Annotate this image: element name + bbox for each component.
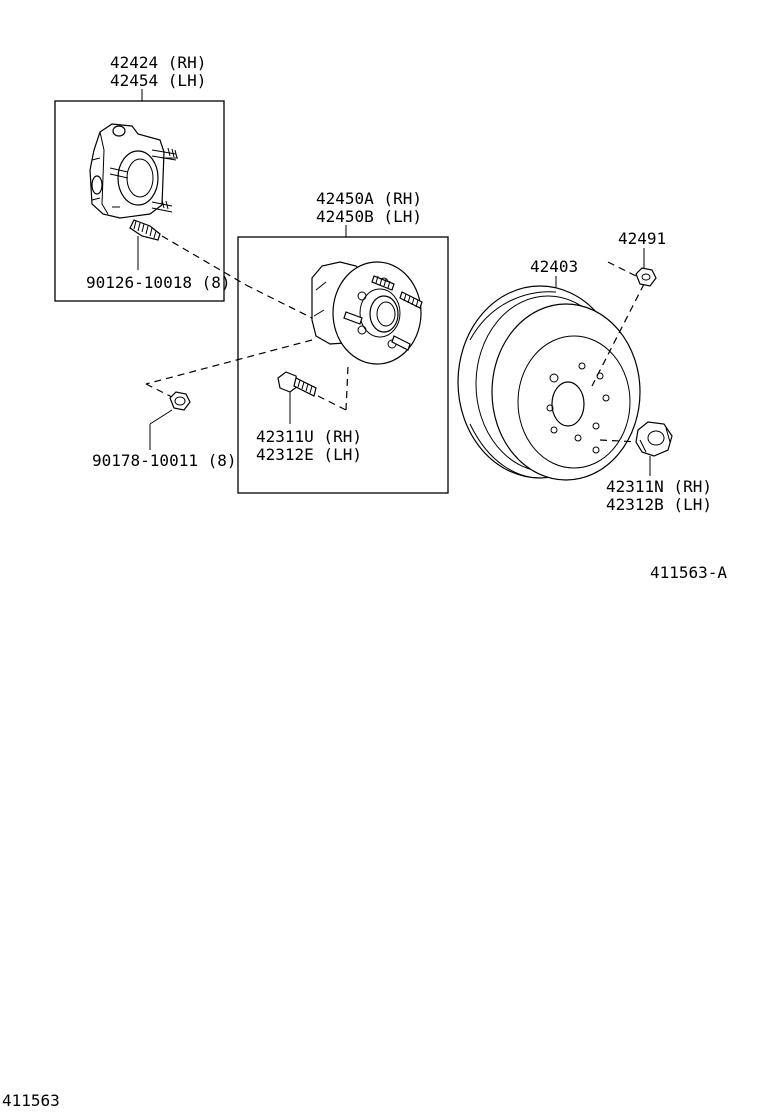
flange-nut-group: 90178-10011 (8) xyxy=(92,383,237,470)
hub-bolt-illustration[interactable] xyxy=(277,371,317,424)
hub-bolt-label-rh[interactable]: 42311U (RH) xyxy=(256,427,362,446)
hub-bearing-group: 42450A (RH) 42450B (LH) xyxy=(145,189,449,494)
wheel-nut-group: 42311N (RH) 42312B (LH) xyxy=(606,421,712,514)
carrier-stud-label[interactable]: 90126-10018 (8) xyxy=(86,273,231,292)
brake-drum-label[interactable]: 42403 xyxy=(530,257,578,276)
hub-bearing-label-a[interactable]: 42450A (RH) xyxy=(316,189,422,208)
hub-carrier-label-lh[interactable]: 42454 (LH) xyxy=(110,71,206,90)
flange-nut-illustration[interactable] xyxy=(169,391,191,411)
hub-bolt-label-lh[interactable]: 42312E (LH) xyxy=(256,445,362,464)
brake-drum-group: 42403 xyxy=(457,257,645,481)
drum-plug-group: 42491 xyxy=(618,229,666,287)
illustration-code: 411563-A xyxy=(650,563,727,582)
carrier-stud-illustration[interactable] xyxy=(129,219,161,270)
wheel-nut-illustration[interactable] xyxy=(635,421,673,457)
hub-carrier-group: 42424 (RH) 42454 (LH) xyxy=(54,53,231,302)
hub-carrier-frame xyxy=(54,100,225,302)
drum-plug-label[interactable]: 42491 xyxy=(618,229,666,248)
brake-drum-illustration[interactable] xyxy=(457,285,641,481)
flange-nut-label[interactable]: 90178-10011 (8) xyxy=(92,451,237,470)
page-footer-code: 411563 xyxy=(2,1091,60,1110)
connector-stud-to-hub xyxy=(161,235,247,286)
drum-plug-illustration[interactable] xyxy=(635,267,657,287)
wheel-nut-label-lh[interactable]: 42312B (LH) xyxy=(606,495,712,514)
hub-carrier-label-rh[interactable]: 42424 (RH) xyxy=(110,53,206,72)
hub-bearing-frame xyxy=(237,236,449,494)
hub-bearing-label-b[interactable]: 42450B (LH) xyxy=(316,207,422,226)
wheel-nut-label-rh[interactable]: 42311N (RH) xyxy=(606,477,712,496)
hub-bearing-illustration[interactable] xyxy=(311,261,423,365)
hub-carrier-illustration[interactable] xyxy=(89,123,178,219)
